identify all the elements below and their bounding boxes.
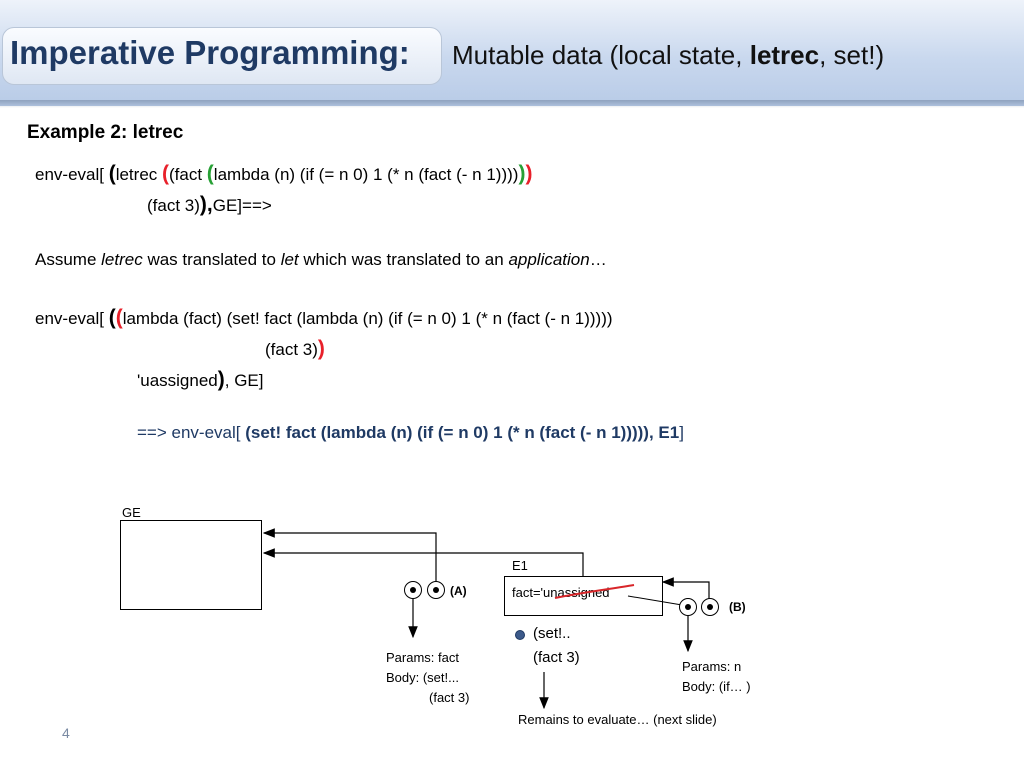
e1-label: E1 — [512, 558, 528, 573]
closure-a-left-circle — [404, 581, 422, 599]
ge-label: GE — [122, 505, 141, 520]
slide-title: Imperative Programming: — [10, 34, 410, 71]
code-line-3: env-eval[ ((lambda (fact) (set! fact (la… — [35, 306, 613, 329]
closure-a-label: (A) — [450, 584, 467, 598]
closure-b-params: Params: n — [682, 659, 742, 674]
code-line-1: env-eval[ (letrec ((fact (lambda (n) (if… — [35, 162, 533, 185]
closure-a-body: Body: (set!... — [386, 670, 459, 685]
e1-frame — [504, 576, 663, 616]
ge-frame — [120, 520, 262, 610]
closure-b-label: (B) — [729, 600, 746, 614]
example-title: Example 2: letrec — [27, 122, 184, 143]
closure-a-env-arrow — [262, 528, 437, 590]
assume-text: Assume letrec was translated to let whic… — [35, 250, 607, 269]
code-line-2: (fact 3)),GE]==> — [147, 193, 272, 216]
code-line-6: ==> env-eval[ (set! fact (lambda (n) (if… — [137, 423, 684, 442]
closure-b-body: Body: (if… ) — [682, 679, 751, 694]
code-line-5: 'uassigned), GE] — [137, 368, 264, 391]
bullet-icon — [515, 630, 525, 640]
closure-b-right-circle — [701, 598, 719, 616]
code-line-4: (fact 3)) — [265, 337, 325, 360]
closure-a-params: Params: fact — [386, 650, 459, 665]
closure-a-right-circle — [427, 581, 445, 599]
closure-a-body-cont: (fact 3) — [429, 690, 470, 705]
closure-b-left-circle — [679, 598, 697, 616]
header-shadow — [0, 100, 1024, 108]
remains-text: Remains to evaluate… (next slide) — [518, 712, 717, 727]
set-expr-cont: (fact 3) — [533, 649, 580, 666]
title-box — [2, 27, 442, 85]
e1-parent-arrow — [262, 548, 584, 576]
fact-pointer-line — [627, 595, 689, 607]
set-expr: (set!.. — [533, 625, 571, 642]
slide-subtitle: Mutable data (local state, letrec, set!) — [452, 40, 885, 70]
strike-mark — [554, 584, 635, 599]
page-number: 4 — [62, 725, 70, 741]
